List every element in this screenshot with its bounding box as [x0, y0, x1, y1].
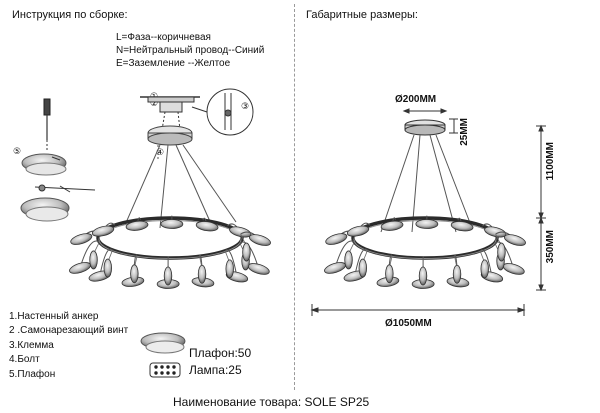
shade: [380, 220, 404, 231]
step-shade-top-icon: [21, 153, 67, 176]
branch: [121, 254, 145, 287]
branch: [324, 240, 355, 274]
leaf: [89, 250, 98, 270]
canopy-icon: [147, 125, 193, 146]
lamp-count: Лампа:25: [189, 363, 242, 377]
branch: [346, 222, 371, 237]
part-1-anchor: 1.Настенный анкер: [9, 311, 99, 322]
shade: [160, 219, 184, 229]
branch: [195, 217, 219, 232]
product-name: Наименование товара: SOLE SP25: [173, 395, 370, 409]
assembly-drawing: [20, 88, 254, 229]
leaf: [103, 258, 112, 278]
shade: [324, 262, 347, 274]
panel-divider: [294, 4, 295, 390]
branch: [240, 231, 271, 262]
shade: [195, 221, 219, 232]
branch: [156, 256, 180, 289]
leaf: [225, 259, 234, 279]
callout-2: ②: [150, 98, 159, 108]
part-2-screw: 2 .Самонарезающий винт: [9, 325, 129, 336]
wiring-line-ground: E=Заземление --Желтое: [116, 58, 231, 69]
branch: [91, 222, 116, 237]
shade: [503, 234, 526, 246]
part-5-shade: 5.Плафон: [9, 369, 56, 380]
branch: [450, 217, 474, 232]
shade: [229, 226, 252, 238]
shade-count: Плафон:50: [189, 346, 252, 360]
branch: [69, 240, 100, 274]
leaf: [480, 259, 489, 279]
step-bolt-icon: [34, 184, 96, 193]
callout-1: ①: [150, 91, 159, 101]
leaf: [385, 264, 394, 284]
ceiling-bracket-icon: [140, 96, 200, 131]
branch: [482, 223, 507, 238]
leaf: [242, 242, 251, 262]
canopy-right-icon: [404, 119, 446, 136]
wiring-line-neutral: N=Нейтральный провод--Синий: [116, 45, 265, 56]
shade: [70, 233, 93, 245]
branch: [191, 254, 215, 288]
shade: [502, 263, 525, 275]
branch: [380, 217, 404, 231]
leaf: [452, 264, 462, 284]
shade: [91, 225, 115, 237]
leaf: [163, 266, 173, 286]
branch: [415, 215, 439, 229]
step-shade-bottom-icon: [20, 197, 70, 222]
branch: [125, 217, 149, 231]
chandelier-right: [324, 215, 526, 289]
branch: [160, 215, 184, 229]
shade: [125, 220, 149, 231]
shade: [415, 219, 439, 229]
leaf: [418, 266, 428, 286]
callout-3: ③: [241, 101, 250, 111]
dim-diameter: Ø1050MM: [385, 318, 432, 329]
detail-zoom-icon: [191, 88, 254, 136]
dimensions-title: Габаритные размеры:: [306, 9, 418, 21]
suspension-wires: [124, 144, 237, 229]
dim-canopy-diameter: Ø200MM: [395, 94, 437, 105]
branch: [376, 254, 400, 287]
part-3-terminal: 3.Клемма: [9, 340, 54, 351]
suspension-wires-right: [380, 134, 473, 233]
callout-4: ④: [156, 147, 165, 157]
dimension-drawing: [310, 108, 546, 316]
shade: [247, 263, 270, 275]
branch: [343, 248, 368, 282]
branch: [88, 248, 113, 282]
shade: [484, 226, 507, 238]
leaf: [197, 264, 207, 284]
lamp-count-icon: [149, 362, 181, 378]
shade: [450, 221, 474, 232]
leaf: [358, 258, 367, 278]
shade: [325, 233, 348, 245]
branch: [411, 256, 435, 289]
screwdriver-icon: [43, 98, 51, 150]
shade: [69, 262, 92, 274]
leaf: [344, 250, 353, 270]
branch: [495, 231, 526, 262]
branch: [227, 223, 252, 238]
shade-count-icon: [140, 332, 186, 354]
wiring-line-phase: L=Фаза--коричневая: [116, 32, 211, 43]
branch: [446, 254, 470, 288]
branch: [479, 249, 504, 283]
shade: [248, 234, 271, 246]
leaf: [497, 242, 506, 262]
shade: [346, 225, 370, 237]
chandelier-left: [69, 215, 271, 289]
callout-5: ⑤: [13, 146, 22, 156]
part-4-bolt: 4.Болт: [9, 354, 40, 365]
assembly-title: Инструкция по сборке:: [12, 9, 128, 21]
branch: [224, 249, 249, 283]
leaf: [130, 264, 139, 284]
